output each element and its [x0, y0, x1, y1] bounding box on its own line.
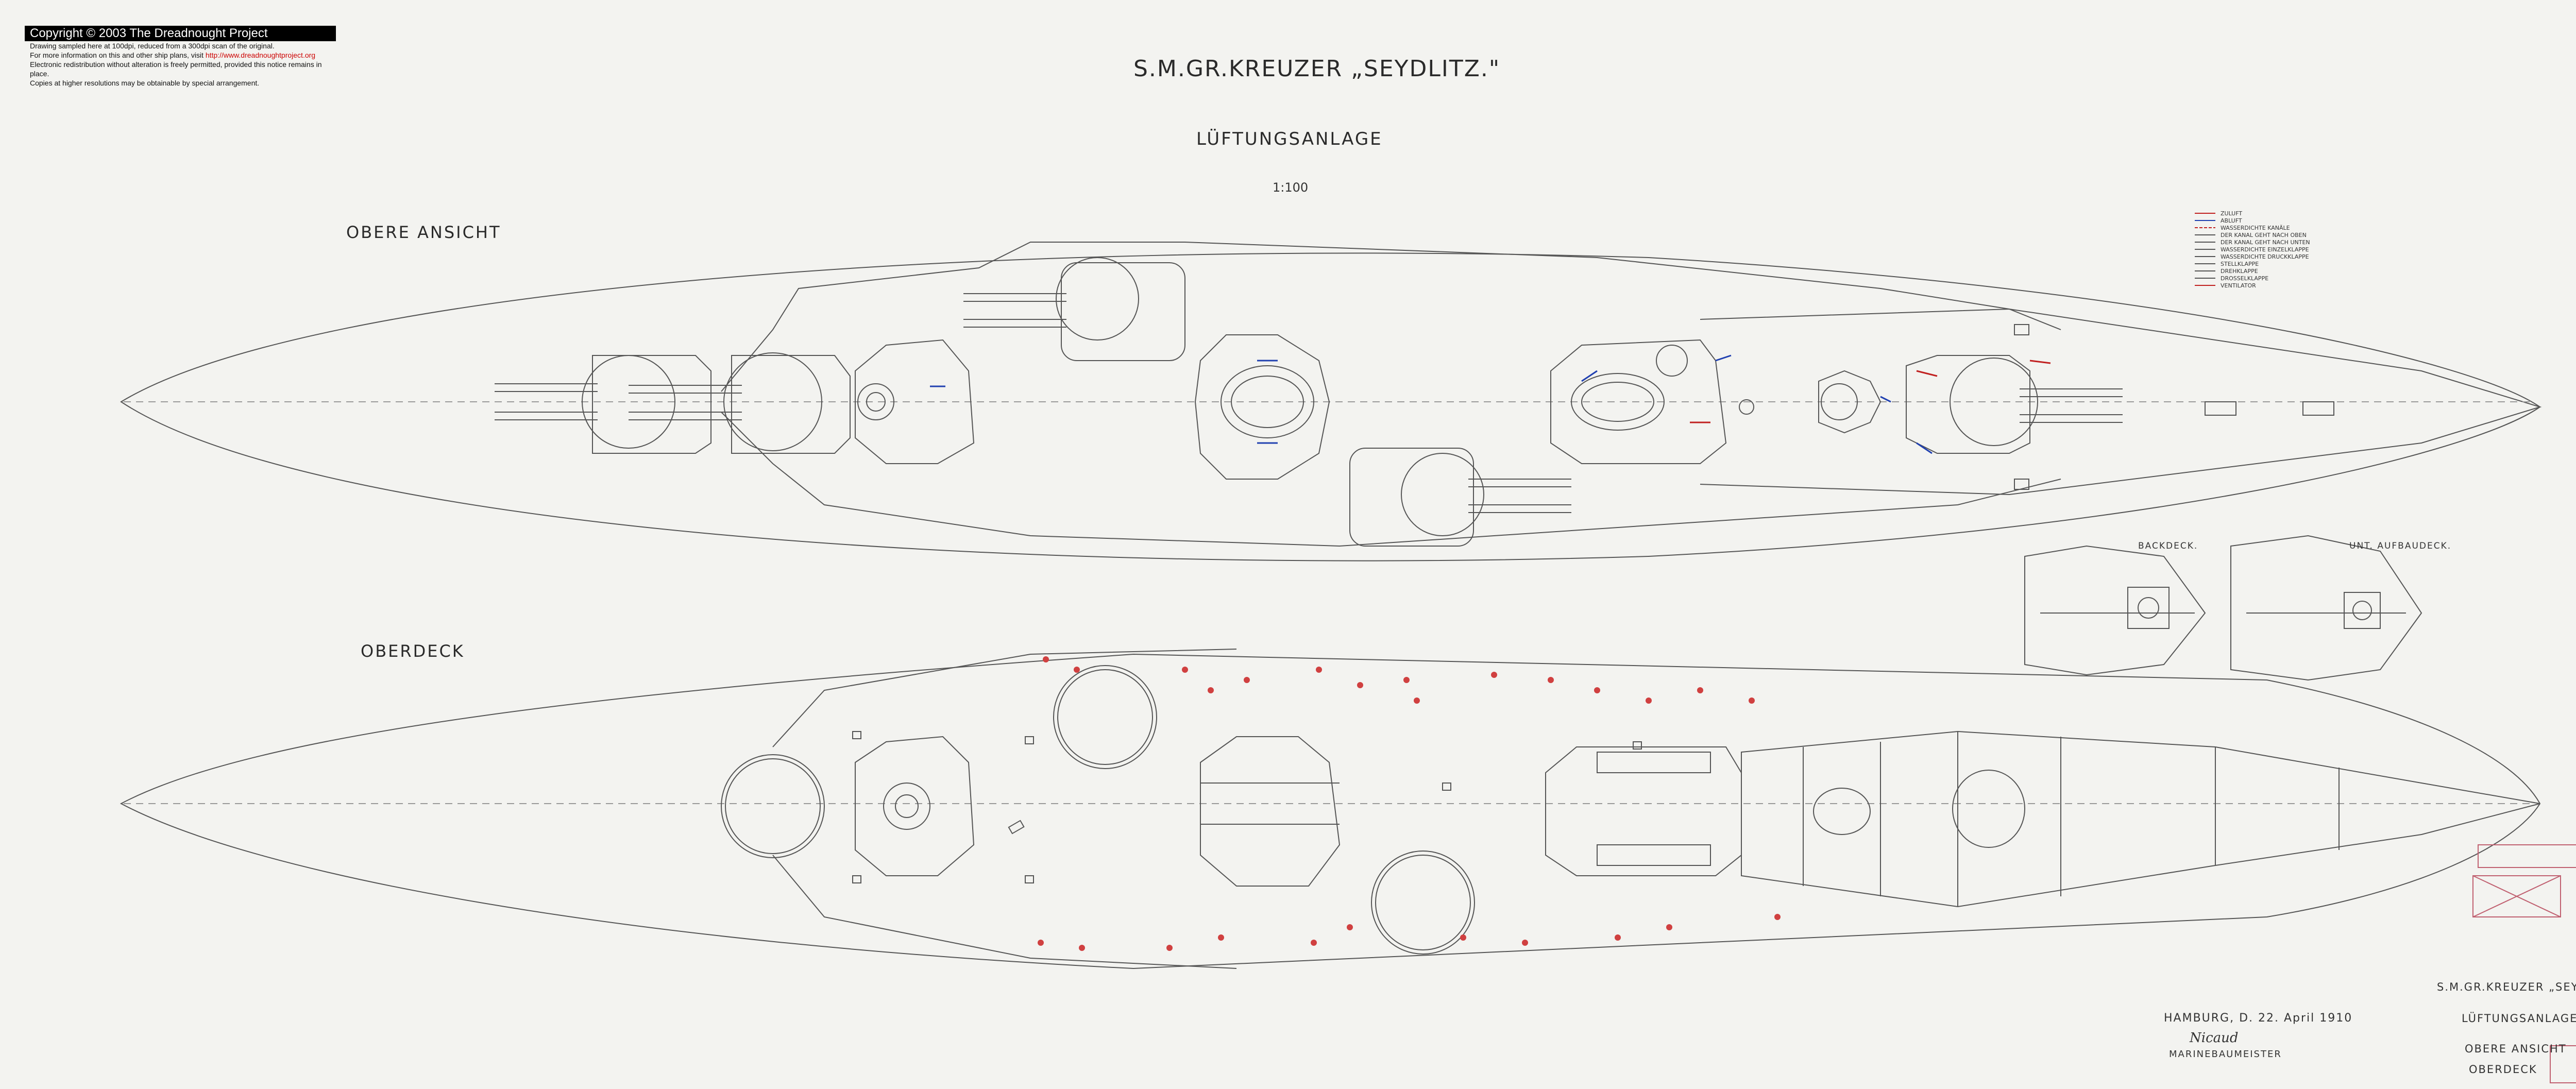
copyright-title: Copyright © 2003 The Dreadnought Project	[25, 26, 336, 41]
deck-view-label: OBERDECK	[361, 641, 465, 661]
drawing-scale: 1:100	[1273, 180, 1309, 195]
title-block-subject: LÜFTUNGSANLAGE	[2462, 1012, 2576, 1025]
title-block-view1: OBERE ANSICHT	[2465, 1043, 2567, 1055]
legend-item: STELLKLAPPE	[2221, 261, 2259, 267]
copyright-line: Copies at higher resolutions may be obta…	[30, 79, 260, 87]
legend-item: WASSERDICHTE KANÄLE	[2221, 225, 2290, 231]
legend-item: VENTILATOR	[2221, 282, 2256, 289]
signature: Nicaud	[2190, 1030, 2239, 1046]
legend-item: DER KANAL GEHT NACH UNTEN	[2221, 239, 2310, 246]
drawing-subtitle: LÜFTUNGSANLAGE	[1196, 129, 1383, 149]
legend-item: WASSERDICHTE EINZELKLAPPE	[2221, 246, 2309, 253]
legend-item: DROSSELKLAPPE	[2221, 275, 2268, 282]
dreadnought-link[interactable]: http://www.dreadnoughtproject.org	[205, 51, 316, 59]
upper-view-vent-marks	[930, 354, 2051, 454]
legend-item: DREHKLAPPE	[2221, 268, 2258, 275]
deck-view-vent-marks	[1038, 656, 1781, 951]
legend-item: DER KANAL GEHT NACH OBEN	[2221, 232, 2307, 239]
copyright-notice: Copyright © 2003 The Dreadnought Project…	[25, 26, 336, 88]
upper-view-label: OBERE ANSICHT	[346, 223, 501, 242]
legend: ZULUFT ABLUFT WASSERDICHTE KANÄLE DER KA…	[2221, 210, 2310, 289]
backdeck-inset	[2024, 545, 2206, 676]
deck-view-hull	[120, 649, 2541, 969]
backdeck-label: BACKDECK.	[2138, 541, 2198, 551]
legend-item: ZULUFT	[2221, 210, 2242, 217]
title-block-ship: S.M.GR.KREUZER „SEYDLITZ"	[2437, 981, 2576, 993]
drawing-title: S.M.GR.KREUZER „SEYDLITZ."	[1133, 56, 1501, 82]
deck-fittings	[852, 731, 1642, 883]
stamp	[2472, 844, 2576, 1083]
aufbaudeck-label: UNT. AUFBAUDECK.	[2349, 541, 2451, 551]
place-date: HAMBURG, D. 22. April 1910	[2164, 1012, 2353, 1025]
aufbaudeck-inset	[2230, 535, 2422, 681]
copyright-line: For more information on this and other s…	[30, 51, 316, 59]
legend-item: ABLUFT	[2221, 217, 2242, 224]
legend-item: WASSERDICHTE DRUCKKLAPPE	[2221, 253, 2309, 260]
signatory-role: MARINEBAUMEISTER	[2169, 1049, 2282, 1060]
copyright-line: Electronic redistribution without altera…	[30, 60, 322, 78]
legend-symbols	[2195, 213, 2215, 286]
copyright-line: Drawing sampled here at 100dpi, reduced …	[30, 42, 275, 50]
upper-view-hull	[120, 242, 2542, 561]
title-block-view2: OBERDECK	[2469, 1063, 2537, 1076]
